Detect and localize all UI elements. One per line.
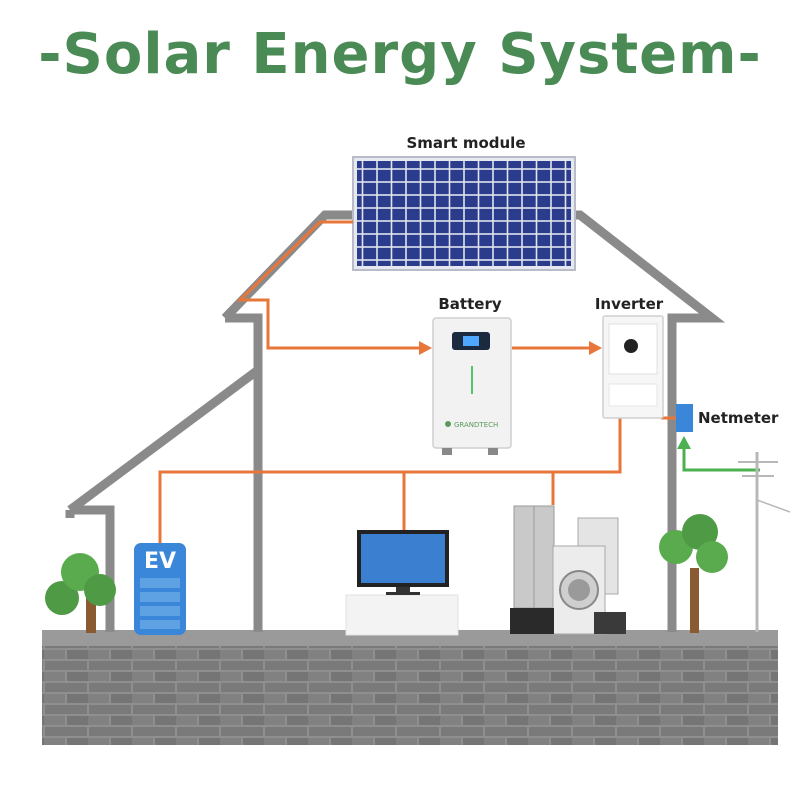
television <box>345 530 459 636</box>
stone-foundation <box>42 645 778 745</box>
page-title: -Solar Energy System- <box>38 22 762 87</box>
ev-charger <box>134 543 186 635</box>
battery-unit <box>432 317 512 455</box>
netmeter-unit <box>676 404 693 432</box>
solar-panel-label: Smart module <box>406 134 525 152</box>
flow-arrow-to-inverter <box>589 341 602 355</box>
tree-right <box>659 514 728 633</box>
utility-pole <box>738 452 791 632</box>
ev-label: EV <box>144 549 176 574</box>
grid-feed-arrow <box>682 446 760 472</box>
tree-left <box>45 553 116 633</box>
netmeter-label: Netmeter <box>698 409 779 427</box>
power-flow-lines <box>158 220 676 545</box>
flow-arrow-to-battery <box>419 341 432 355</box>
battery-brand: GRANDTECH <box>454 421 498 429</box>
solar-panel <box>352 156 576 271</box>
battery-label: Battery <box>438 295 501 313</box>
inverter-label: Inverter <box>595 295 664 313</box>
appliances <box>510 505 626 635</box>
grid-feed-arrowhead <box>677 436 691 449</box>
inverter-unit <box>602 315 664 419</box>
